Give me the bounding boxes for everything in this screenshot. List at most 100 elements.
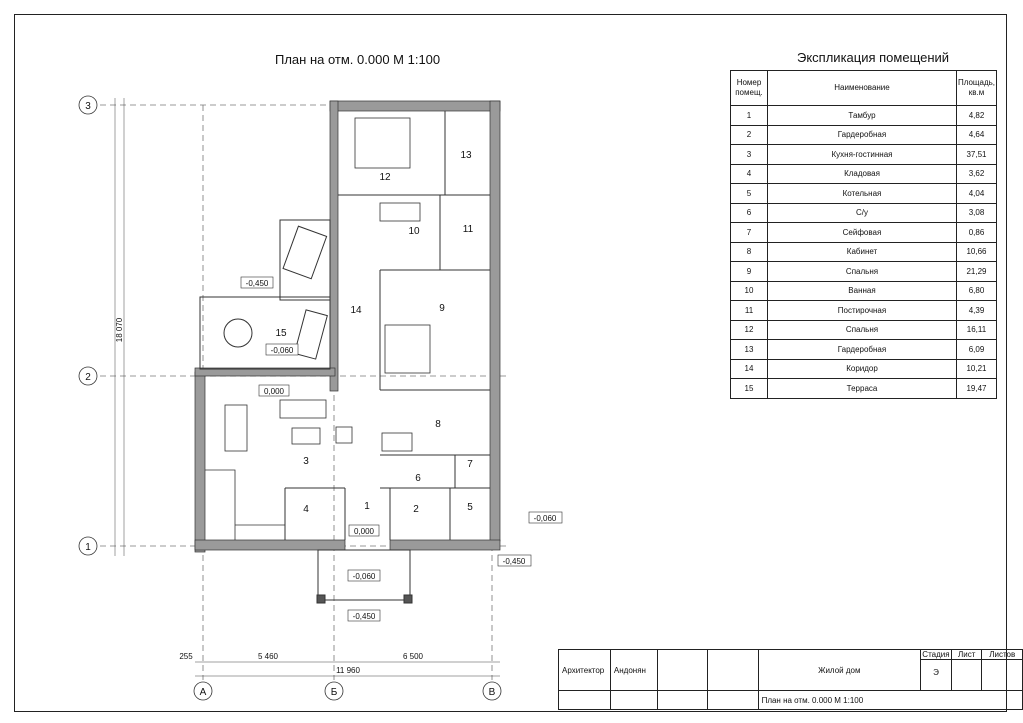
explication-cell-num: 15 xyxy=(730,378,768,399)
room-number: 14 xyxy=(350,305,362,316)
drawing-frame xyxy=(14,14,1007,712)
explication-cell-num: 14 xyxy=(730,358,768,379)
explication-table: Номер помещ. Наименование Площадь, кв.м … xyxy=(730,70,997,399)
level-mark: -0,450 xyxy=(353,612,376,621)
explication-cell-name: Котельная xyxy=(767,183,957,204)
room-number: 7 xyxy=(467,459,473,470)
dimension-label: 5 460 xyxy=(258,652,279,661)
dimension-label: 18 070 xyxy=(115,317,124,342)
axis-labels: 3 2 1 А Б В xyxy=(85,101,495,698)
explication-cell-num: 7 xyxy=(730,222,768,243)
explication-cell-num: 11 xyxy=(730,300,768,321)
explication-cell-area: 21,29 xyxy=(956,261,997,282)
room-labels: 1 2 3 4 5 6 7 8 9 10 11 12 13 14 15 xyxy=(275,150,473,515)
level-marks: -0,450 -0,060 0,000 0,000 -0,060 -0,450 … xyxy=(240,276,563,622)
axis-label: 2 xyxy=(85,372,91,383)
level-mark: -0,450 xyxy=(503,557,526,566)
explication-cell-num: 5 xyxy=(730,183,768,204)
explication-cell-area: 16,11 xyxy=(956,319,997,340)
explication-cell-area: 3,08 xyxy=(956,202,997,223)
explication-cell-area: 4,04 xyxy=(956,183,997,204)
explication-cell-name: Кладовая xyxy=(767,163,957,184)
furniture xyxy=(205,117,431,540)
room-number: 10 xyxy=(408,226,420,237)
axis-label: В xyxy=(489,687,496,698)
explication-cell-name: Кабинет xyxy=(767,241,957,262)
explication-cell-name: Коридор xyxy=(767,358,957,379)
explication-cell-area: 4,39 xyxy=(956,300,997,321)
room-number: 8 xyxy=(435,419,441,430)
room-number: 13 xyxy=(460,150,472,161)
explication-cell-num: 9 xyxy=(730,261,768,282)
dimension-lines xyxy=(114,98,500,677)
axis-label: Б xyxy=(331,687,338,698)
explication-cell-area: 6,09 xyxy=(956,339,997,360)
explication-cell-num: 1 xyxy=(730,105,768,126)
level-mark: -0,060 xyxy=(534,514,557,523)
architect-label: Архитектор xyxy=(558,649,611,691)
col-header-name: Наименование xyxy=(767,70,957,106)
explication-cell-area: 10,66 xyxy=(956,241,997,262)
room-number: 12 xyxy=(379,172,391,183)
explication-cell-name: Терраса xyxy=(767,378,957,399)
explication-cell-num: 6 xyxy=(730,202,768,223)
walls xyxy=(194,100,501,553)
axis-label: 1 xyxy=(85,542,91,553)
explication-cell-area: 37,51 xyxy=(956,144,997,165)
room-number: 1 xyxy=(364,501,370,512)
explication-cell-num: 4 xyxy=(730,163,768,184)
room-number: 2 xyxy=(413,504,419,515)
explication-cell-name: Гардеробная xyxy=(767,124,957,145)
project-name: Жилой дом xyxy=(757,649,921,691)
explication-cell-name: Спальня xyxy=(767,261,957,282)
explication-cell-area: 6,80 xyxy=(956,280,997,301)
level-mark: -0,450 xyxy=(246,279,269,288)
room-number: 4 xyxy=(303,504,309,515)
room-number: 6 xyxy=(415,473,421,484)
explication-cell-area: 0,86 xyxy=(956,222,997,243)
stage-label: Стадия xyxy=(920,650,951,660)
explication-title: Экспликация помещений xyxy=(797,50,950,65)
dimension-label: 255 xyxy=(179,652,193,661)
explication-cell-area: 4,64 xyxy=(956,124,997,145)
explication-cell-area: 19,47 xyxy=(956,378,997,399)
sheet-title: План на отм. 0.000 М 1:100 xyxy=(757,690,1023,710)
terrace xyxy=(199,219,331,370)
explication-cell-area: 10,21 xyxy=(956,358,997,379)
porch xyxy=(316,549,413,604)
title-block: Архитектор Андонян Жилой дом Стадия Э Ли… xyxy=(558,649,1023,710)
explication-cell-name: Сейфовая xyxy=(767,222,957,243)
plan-title: План на отм. 0.000 М 1:100 xyxy=(275,52,441,67)
axis-label: А xyxy=(200,687,207,698)
axis-label: 3 xyxy=(85,101,91,112)
architect-name: Андонян xyxy=(609,649,658,691)
explication-cell-area: 4,82 xyxy=(956,105,997,126)
explication-cell-name: Постирочная xyxy=(767,300,957,321)
room-number: 11 xyxy=(463,224,474,235)
sheet-label: Лист xyxy=(951,650,982,660)
dimension-label: 11 960 xyxy=(336,666,360,675)
level-mark: -0,060 xyxy=(353,572,376,581)
explication-cell-num: 13 xyxy=(730,339,768,360)
explication-cell-num: 3 xyxy=(730,144,768,165)
room-number: 9 xyxy=(439,303,445,314)
grid-lines xyxy=(100,104,510,680)
dimension-labels: 5 460 6 500 11 960 255 18 070 xyxy=(115,317,424,675)
room-number: 15 xyxy=(275,328,287,339)
explication-cell-name: Ванная xyxy=(767,280,957,301)
explication-cell-num: 8 xyxy=(730,241,768,262)
explication-cell-area: 3,62 xyxy=(956,163,997,184)
col-header-number: Номер помещ. xyxy=(730,70,768,106)
explication-cell-name: Кухня-гостинная xyxy=(767,144,957,165)
